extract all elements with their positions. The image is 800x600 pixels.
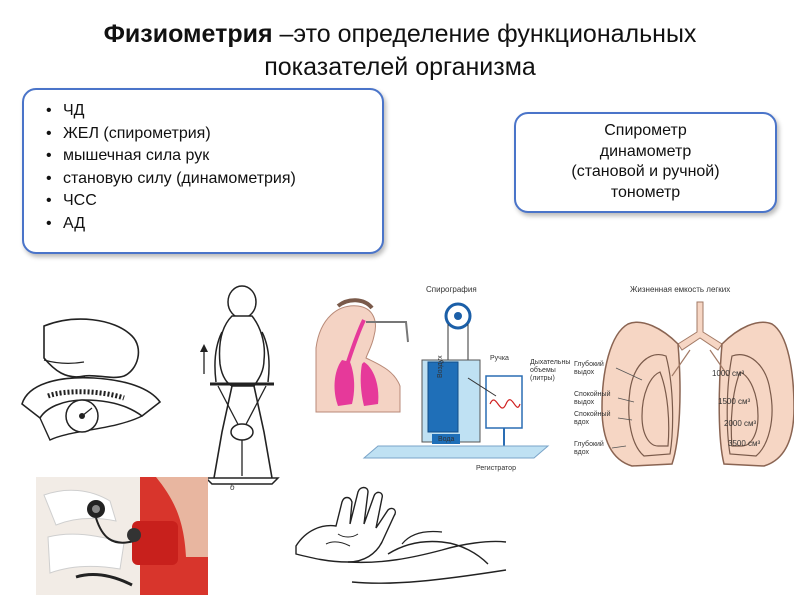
spirograph-pen-label: Ручка bbox=[490, 355, 509, 362]
devices-list: Спирометр динамометр (становой и ручной)… bbox=[516, 114, 775, 203]
device-tonometer: тонометр bbox=[610, 183, 681, 201]
lung-volume-3500: 3500 см³ bbox=[728, 439, 761, 448]
blood-pressure-photo bbox=[36, 477, 208, 595]
back-dynamometer-illustration: б bbox=[200, 285, 280, 492]
spirography-title: Спирография bbox=[426, 285, 477, 294]
lung-volume-1000: 1000 см³ bbox=[712, 369, 745, 378]
hand-dynamometer-illustration bbox=[21, 318, 162, 441]
parameter-item-back-strength: становую силу (динамометрия) bbox=[46, 168, 382, 191]
devices-box: Спирометр динамометр (становой и ручной)… bbox=[514, 112, 777, 213]
slide-title: Физиометрия –это определение функциональ… bbox=[20, 18, 780, 84]
device-dynamometer-types: (становой и ручной) bbox=[571, 163, 720, 180]
title-line-2: показателей организма bbox=[264, 53, 536, 81]
spirograph-recorder-label: Регистратор bbox=[476, 465, 516, 472]
parameter-item-resp-rate: ЧД bbox=[46, 100, 382, 123]
parameter-item-hand-strength: мышечная сила рук bbox=[46, 145, 382, 168]
figure-b-caption: б bbox=[230, 483, 235, 492]
device-dynamometer: динамометр bbox=[599, 142, 692, 160]
pulse-measurement-illustration bbox=[295, 486, 507, 584]
lung-volume-1500: 1500 см³ bbox=[718, 397, 751, 406]
lungs-title: Жизненная емкость легких bbox=[630, 285, 730, 294]
spirograph-air-label: Воздух bbox=[437, 355, 444, 378]
parameter-item-blood-pressure: АД bbox=[46, 213, 382, 236]
device-spirometer: Спирометр bbox=[604, 122, 687, 139]
parameters-box: ЧД ЖЕЛ (спирометрия) мышечная сила рук с… bbox=[22, 88, 384, 254]
spirograph-water-label: Вода bbox=[438, 436, 454, 443]
title-bold-term: Физиометрия bbox=[103, 20, 273, 48]
title-definition: –это определение функциональных bbox=[272, 20, 697, 48]
parameters-list: ЧД ЖЕЛ (спирометрия) мышечная сила рук с… bbox=[24, 90, 382, 236]
spirography-illustration: Спирография Воздух Вода Ручка Дыхательны… bbox=[315, 285, 570, 472]
parameter-item-vital-capacity: ЖЕЛ (спирометрия) bbox=[46, 123, 382, 146]
lung-volume-2000: 2000 см³ bbox=[724, 419, 757, 428]
parameter-item-heart-rate: ЧСС bbox=[46, 190, 382, 213]
